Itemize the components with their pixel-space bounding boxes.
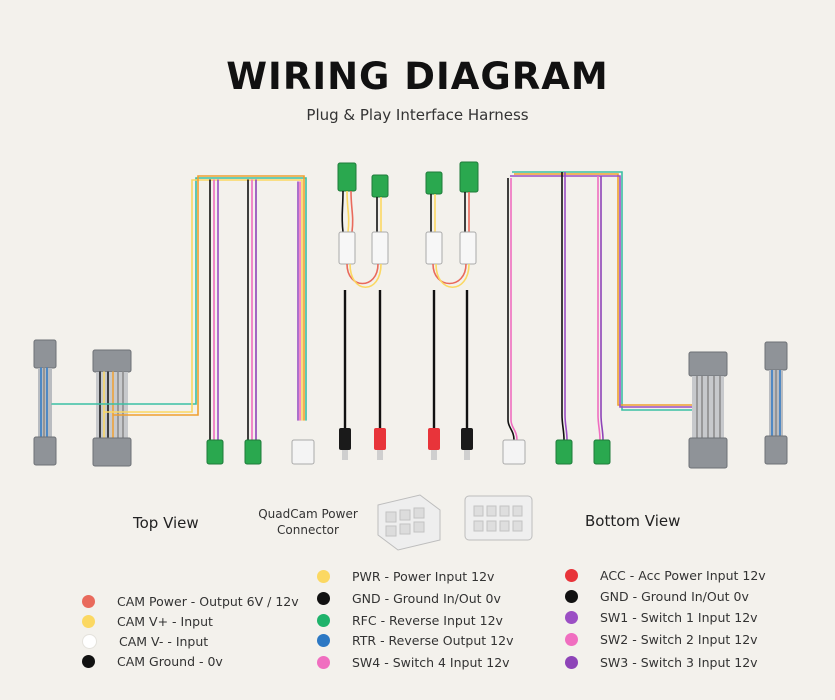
center-camera-leads xyxy=(337,161,479,460)
quadcam-connector xyxy=(377,494,533,551)
legend-item: SW1 - Switch 1 Input 12v xyxy=(565,610,758,625)
page-title: WIRING DIAGRAM xyxy=(226,55,609,98)
legend-item: CAM V- - Input xyxy=(82,634,208,649)
legend-label: CAM V+ - Input xyxy=(117,614,213,629)
legend-item: CAM Power - Output 6V / 12v xyxy=(82,594,299,609)
quadcam-label-line1: QuadCam Power xyxy=(258,507,358,521)
quadcam-connector-label: QuadCam Power Connector xyxy=(252,506,364,538)
legend-dot xyxy=(565,611,578,624)
legend-item: GND - Ground In/Out 0v xyxy=(565,589,749,604)
quadcam-connector-side xyxy=(377,494,441,551)
legend-dot xyxy=(82,595,95,608)
quadcam-label-line2: Connector xyxy=(277,523,339,537)
legend-label: CAM V- - Input xyxy=(119,634,209,649)
left-large-plug xyxy=(92,349,132,467)
legend-label: SW2 - Switch 2 Input 12v xyxy=(600,632,758,647)
legend-item: RFC - Reverse Input 12v xyxy=(317,613,503,628)
legend-dot xyxy=(317,570,330,583)
legend-item: RTR - Reverse Output 12v xyxy=(317,633,513,648)
right-small-plug xyxy=(764,341,788,465)
legend-dot xyxy=(317,592,330,605)
legend-dot xyxy=(317,614,330,627)
legend-label: GND - Ground In/Out 0v xyxy=(600,589,749,604)
legend-label: CAM Ground - 0v xyxy=(117,654,223,669)
legend-item: CAM Ground - 0v xyxy=(82,654,223,669)
bottom-view-label: Bottom View xyxy=(585,512,681,530)
legend-dot xyxy=(317,656,330,669)
legend-dot xyxy=(565,569,578,582)
legend-label: GND - Ground In/Out 0v xyxy=(352,591,501,606)
legend-item: SW4 - Switch 4 Input 12v xyxy=(317,655,510,670)
left-harness xyxy=(33,175,315,467)
legend-dot xyxy=(82,634,97,649)
legend-item: GND - Ground In/Out 0v xyxy=(317,591,501,606)
legend-item: ACC - Acc Power Input 12v xyxy=(565,568,766,583)
legend-label: ACC - Acc Power Input 12v xyxy=(600,568,766,583)
legend-item: CAM V+ - Input xyxy=(82,614,213,629)
legend-dot xyxy=(82,615,95,628)
legend-item: SW2 - Switch 2 Input 12v xyxy=(565,632,758,647)
legend-item: SW3 - Switch 3 Input 12v xyxy=(565,655,758,670)
legend-label: SW3 - Switch 3 Input 12v xyxy=(600,655,758,670)
legend-dot xyxy=(565,633,578,646)
page-subtitle: Plug & Play Interface Harness xyxy=(306,106,529,124)
legend-label: RFC - Reverse Input 12v xyxy=(352,613,503,628)
left-small-plug xyxy=(33,339,57,466)
legend-dot xyxy=(565,590,578,603)
legend-dot xyxy=(565,656,578,669)
top-view-label: Top View xyxy=(133,514,199,532)
right-harness xyxy=(502,171,788,469)
legend-label: PWR - Power Input 12v xyxy=(352,569,495,584)
legend-dot xyxy=(82,655,95,668)
legend-dot xyxy=(317,634,330,647)
legend-label: RTR - Reverse Output 12v xyxy=(352,633,514,648)
legend-label: CAM Power - Output 6V / 12v xyxy=(117,594,299,609)
legend-label: SW1 - Switch 1 Input 12v xyxy=(600,610,758,625)
legend-item: PWR - Power Input 12v xyxy=(317,569,494,584)
right-large-plug xyxy=(688,351,728,469)
quadcam-connector-face xyxy=(464,495,533,541)
legend-label: SW4 - Switch 4 Input 12v xyxy=(352,655,510,670)
